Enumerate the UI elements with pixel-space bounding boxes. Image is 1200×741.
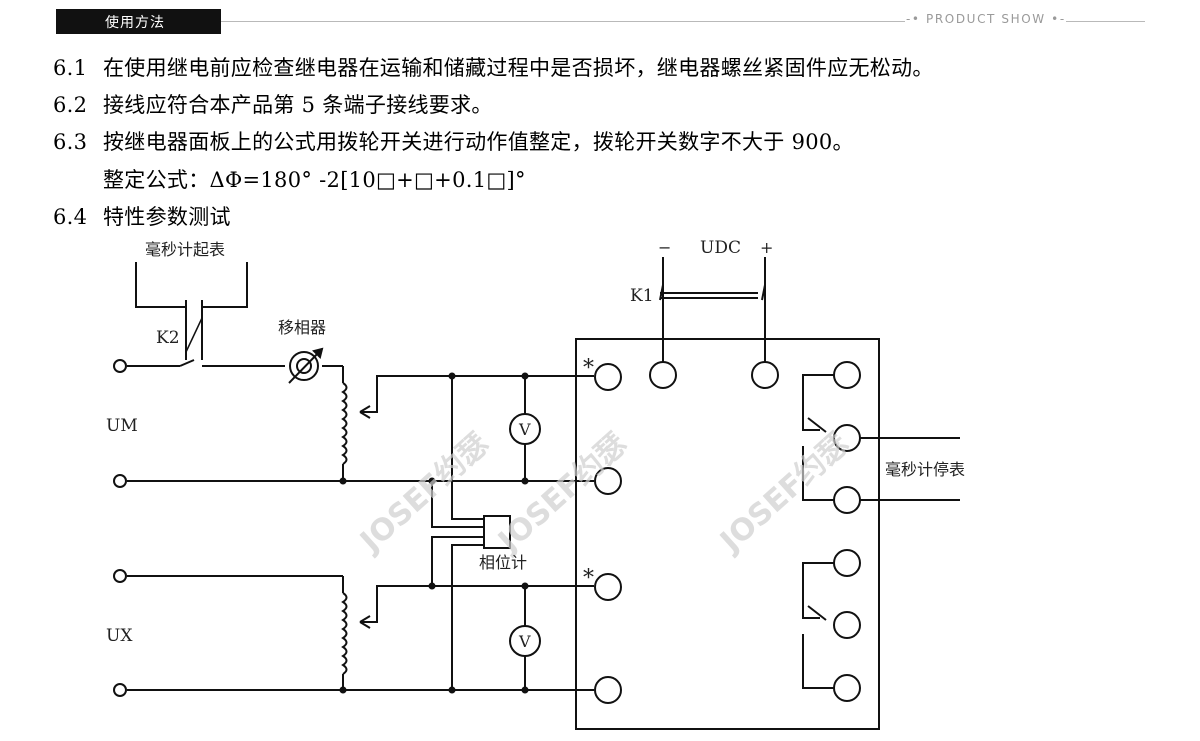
item-text: 按继电器面板上的公式用拨轮开关进行动作值整定，拨轮开关数字不大于 900。 [103, 130, 854, 154]
voltmeter-upper-label: V [518, 420, 531, 439]
item-text: 特性参数测试 [103, 205, 231, 229]
watermark: JOSEF约瑟 [352, 426, 495, 560]
item-number: 6.2 [53, 93, 88, 117]
section-title: 使用方法 [105, 15, 165, 31]
udc-label: UDC [700, 238, 741, 258]
list-item: 6.1 在使用继电前应检查继电器在运输和储藏过程中是否损坏，继电器螺丝紧固件应无松… [53, 52, 934, 82]
header-divider [221, 21, 905, 22]
polarity-star-upper: * [583, 356, 594, 381]
voltmeter-upper [509, 413, 541, 445]
junction-dots [339, 372, 529, 694]
product-show-label: -• PRODUCT SHOW •- [906, 12, 1066, 26]
um-label: UM [106, 416, 138, 436]
k1-label: K1 [630, 286, 654, 306]
item-number: 6.3 [53, 130, 88, 154]
phase-meter-label: 相位计 [479, 553, 527, 572]
list-item: 6.2 接线应符合本产品第 5 条端子接线要求。 [53, 89, 493, 119]
phase-shifter-symbol [288, 347, 324, 384]
ms-stop-label: 毫秒计停表 [885, 460, 965, 479]
dc-minus-label: − [658, 238, 671, 257]
watermark: JOSEF约瑟 [712, 426, 855, 560]
k2-label: K2 [156, 328, 180, 348]
formula-line: 整定公式：ΔΦ=180° -2[10□+□+0.1□]° [53, 164, 526, 194]
ms-start-label: 毫秒计起表 [145, 240, 225, 259]
ux-label: UX [106, 626, 133, 646]
header-divider-right [1066, 21, 1145, 22]
voltmeter-lower-label: V [518, 632, 531, 651]
list-item: 6.4 特性参数测试 [53, 201, 231, 231]
relay-terminals [594, 361, 861, 704]
phase-meter-box [483, 515, 511, 549]
setting-formula: 整定公式：ΔΦ=180° -2[10□+□+0.1□]° [103, 168, 526, 192]
item-number: 6.1 [53, 56, 88, 80]
voltmeter-lower [509, 625, 541, 657]
item-text: 接线应符合本产品第 5 条端子接线要求。 [103, 93, 493, 117]
item-text: 在使用继电前应检查继电器在运输和储藏过程中是否损坏，继电器螺丝紧固件应无松动。 [103, 56, 934, 80]
phase-shifter-label: 移相器 [278, 318, 326, 337]
section-header-bar [56, 9, 221, 34]
polarity-star-lower: * [583, 566, 594, 591]
input-terminals [113, 359, 127, 697]
dc-plus-label: + [760, 238, 773, 257]
item-number: 6.4 [53, 205, 88, 229]
list-item: 6.3 按继电器面板上的公式用拨轮开关进行动作值整定，拨轮开关数字不大于 900。 [53, 126, 854, 156]
